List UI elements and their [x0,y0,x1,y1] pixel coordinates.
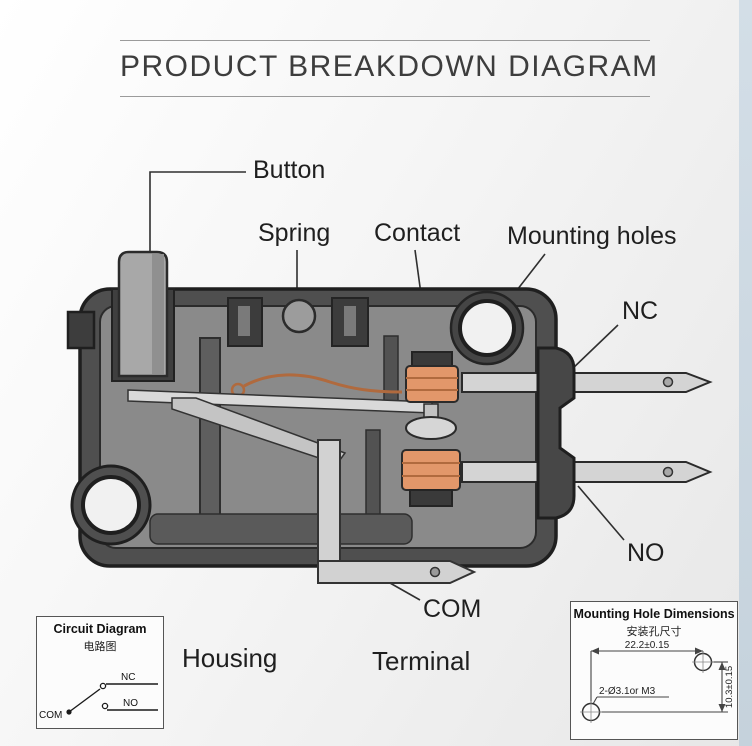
label-com: COM [423,595,482,623]
no-leader [577,485,625,541]
circuit-box-subtitle: 电路图 [83,641,117,653]
button-plunger [111,250,175,382]
leader-lines [149,171,625,601]
button-leader [149,171,246,272]
lower-contact [401,449,461,491]
nc-leader [569,324,619,372]
terminals [317,372,713,584]
label-housing: Housing [182,643,278,673]
terminal-block [536,346,576,520]
schematic-no-label: NO [123,698,138,709]
mounting-dimension-drawing: 22.2±0.15 2-Ø3.1or M3 10.3±0.15 [580,640,735,723]
label-spring: Spring [258,219,331,247]
label-nc: NC [622,297,659,325]
upper-contact [405,365,459,403]
nc-terminal [461,372,713,393]
mounting-hole-bottom [81,475,141,535]
mounting-hole-top [458,299,516,357]
contact-assembly [401,351,461,507]
mounting-box-subtitle: 安装孔尺寸 [626,626,682,638]
circuit-box-title: Circuit Diagram [53,622,147,636]
title-rule-bottom [120,96,650,97]
width-dimension-label: 22.2±0.15 [625,640,670,651]
page-title: PRODUCT BREAKDOWN DIAGRAM [120,50,659,83]
no-terminal [461,461,713,483]
hole-spec-label: 2-Ø3.1or M3 [599,686,656,697]
label-terminal: Terminal [372,646,471,676]
height-dimension-label: 10.3±0.15 [724,666,735,708]
label-no: NO [627,539,665,567]
label-mounting-holes: Mounting holes [507,222,677,250]
schematic-nc-label: NC [121,672,135,683]
mounting-box-title: Mounting Hole Dimensions [573,607,735,621]
circuit-schematic: COM NC NO [39,672,158,721]
com-terminal-vertical [317,439,341,571]
com-terminal [317,560,477,584]
mounting-holes [81,290,525,535]
com-leader [389,582,421,601]
right-edge-band [739,0,752,746]
mounting-dimensions-box: Mounting Hole Dimensions 安装孔尺寸 [570,601,738,740]
title-rule-top [120,40,650,41]
schematic-com-label: COM [39,710,62,721]
contact-disc [405,416,457,440]
top-vent-hole [281,298,317,334]
label-contact: Contact [374,219,461,247]
label-button: Button [253,156,326,184]
circuit-diagram-box: Circuit Diagram 电路图 COM NC NO [36,616,164,729]
